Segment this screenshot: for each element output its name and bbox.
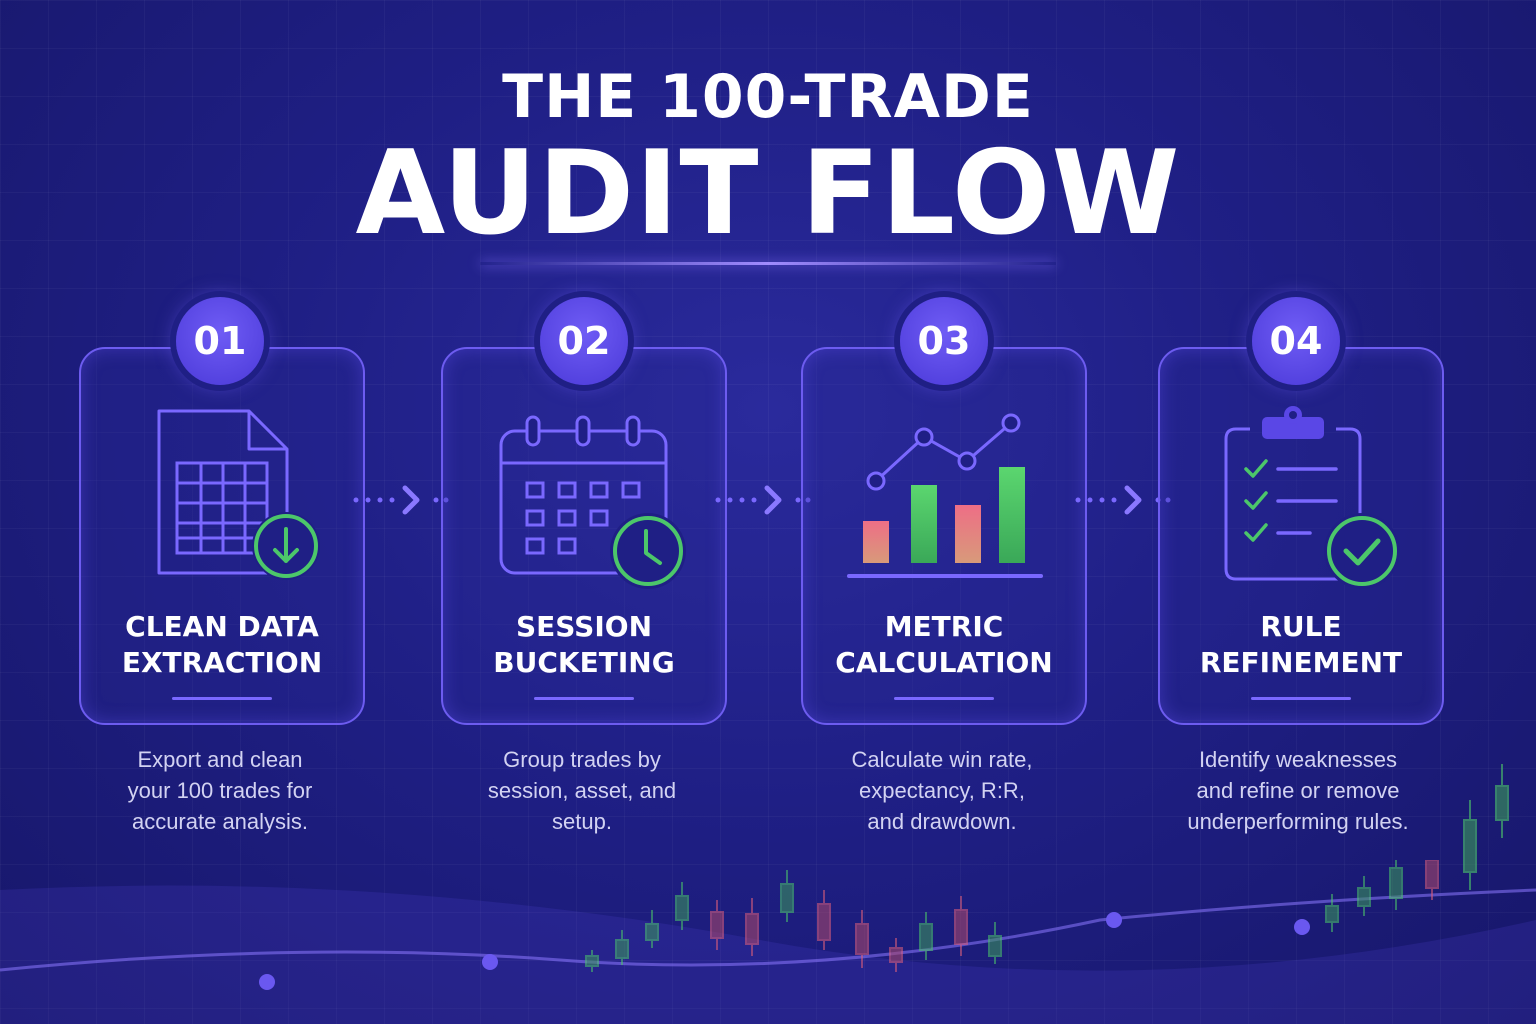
step-title-4-line-2: REFINEMENT	[1199, 646, 1403, 679]
step-desc-3-line-1: Calculate win rate,	[851, 747, 1033, 772]
step-desc-4-line-1: Identify weaknesses	[1198, 747, 1398, 772]
step-desc-1-line-2: your 100 trades for	[127, 778, 313, 803]
flow-arrow-3	[1075, 485, 1171, 515]
step-card-1: CLEAN DATA EXTRACTION	[79, 347, 365, 725]
step-underline-3	[894, 697, 994, 700]
flow-arrow-2	[715, 485, 811, 515]
step-underline-4	[1251, 697, 1351, 700]
flow-arrow-1	[353, 485, 449, 515]
step-desc-3-line-3: and drawdown.	[867, 809, 1017, 834]
clipboard-check-icon	[1224, 406, 1400, 589]
step-desc-3: Calculate win rate, expectancy, R:R, and…	[782, 744, 1102, 837]
step-title-4-line-1: RULE	[1260, 610, 1342, 643]
step-underline-1	[172, 697, 272, 700]
step-desc-2: Group trades by session, asset, and setu…	[422, 744, 742, 837]
step-title-2-line-1: SESSION	[515, 610, 653, 643]
step-desc-4: Identify weaknesses and refine or remove…	[1138, 744, 1458, 837]
step-desc-4-line-2: and refine or remove	[1196, 778, 1400, 803]
step-desc-2-line-2: session, asset, and	[487, 778, 677, 803]
step-desc-4-line-3: underperforming rules.	[1187, 809, 1409, 834]
step-underline-2	[534, 697, 634, 700]
step-title-1-line-1: CLEAN DATA	[125, 610, 319, 643]
step-desc-2-line-1: Group trades by	[503, 747, 661, 772]
step-desc-3-line-2: expectancy, R:R,	[859, 778, 1025, 803]
step-title-2-line-2: BUCKETING	[493, 646, 675, 679]
step-title-4: RULE REFINEMENT	[1160, 609, 1442, 681]
step-desc-1-line-1: Export and clean	[137, 747, 303, 772]
step-desc-1-line-3: accurate analysis.	[131, 809, 309, 834]
step-title-3: METRIC CALCULATION	[803, 609, 1085, 681]
title-line-2: AUDIT FLOW	[355, 126, 1181, 261]
title-divider	[480, 262, 1056, 265]
title-line-1: THE 100-TRADE	[502, 62, 1034, 132]
decorative-candlesticks-right	[1463, 764, 1509, 890]
calendar-clock-icon	[499, 415, 686, 589]
bar-line-chart-icon	[847, 413, 1043, 578]
step-title-2: SESSION BUCKETING	[443, 609, 725, 681]
step-badge-1: 01	[176, 297, 264, 385]
step-card-4: RULE REFINEMENT	[1158, 347, 1444, 725]
step-desc-2-line-3: setup.	[552, 809, 612, 834]
spreadsheet-download-icon	[157, 409, 320, 580]
decorative-candlestick-wave	[0, 860, 1536, 1024]
step-badge-2: 02	[540, 297, 628, 385]
step-card-3: METRIC CALCULATION	[801, 347, 1087, 725]
step-card-2: SESSION BUCKETING	[441, 347, 727, 725]
step-title-1-line-2: EXTRACTION	[121, 646, 323, 679]
step-badge-4: 04	[1252, 297, 1340, 385]
step-title-3-line-2: CALCULATION	[835, 646, 1053, 679]
step-badge-3: 03	[900, 297, 988, 385]
step-title-1: CLEAN DATA EXTRACTION	[81, 609, 363, 681]
step-desc-1: Export and clean your 100 trades for acc…	[60, 744, 380, 837]
step-title-3-line-1: METRIC	[884, 610, 1004, 643]
